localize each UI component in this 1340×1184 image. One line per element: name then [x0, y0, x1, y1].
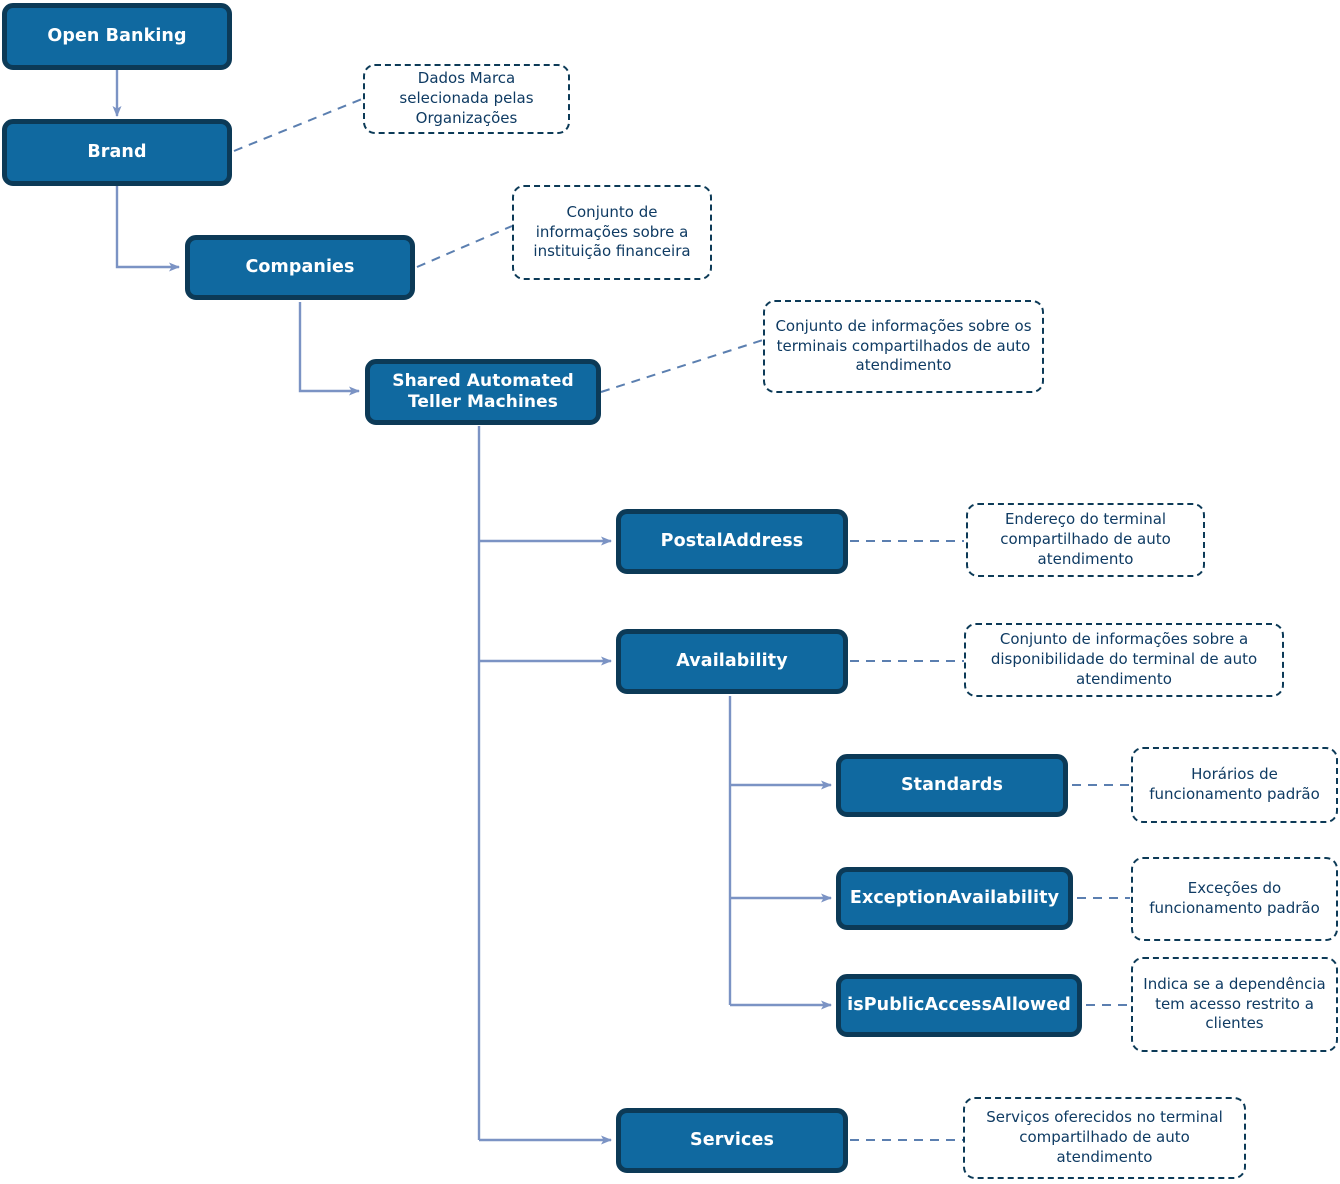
- note-text: Exceções do funcionamento padrão: [1149, 879, 1320, 917]
- note-companies: Conjunto de informações sobre a institui…: [512, 185, 712, 280]
- note-text: Conjunto de informações sobre os termina…: [775, 316, 1032, 375]
- node-label: ExceptionAvailability: [849, 887, 1060, 908]
- note-postal-address: Endereço do terminal compartilhado de au…: [966, 503, 1205, 577]
- node-shared-automated-teller-machines[interactable]: Shared Automated Teller Machines: [365, 359, 601, 425]
- note-standards: Horários de funcionamento padrão: [1131, 747, 1338, 823]
- note-text: Conjunto de informações sobre a institui…: [533, 202, 691, 261]
- note-text: Indica se a dependência tem acesso restr…: [1143, 974, 1326, 1033]
- note-text: Serviços oferecidos no terminal comparti…: [986, 1108, 1223, 1166]
- node-services[interactable]: Services: [616, 1108, 848, 1173]
- note-text: Conjunto de informações sobre a disponib…: [990, 630, 1258, 688]
- node-label: Services: [690, 1129, 774, 1150]
- note-text: Horários de funcionamento padrão: [1149, 765, 1320, 803]
- node-postal-address[interactable]: PostalAddress: [616, 509, 848, 574]
- node-label: Brand: [87, 141, 147, 162]
- note-availability: Conjunto de informações sobre a disponib…: [964, 623, 1284, 697]
- note-text: Endereço do terminal compartilhado de au…: [1000, 510, 1171, 568]
- note-exception-availability: Exceções do funcionamento padrão: [1131, 857, 1338, 941]
- note-is-public-access-allowed: Indica se a dependência tem acesso restr…: [1131, 957, 1338, 1052]
- dashed-companies-to-note: [416, 225, 513, 268]
- edge-brand-to-companies: [115, 186, 180, 272]
- node-open-banking[interactable]: Open Banking: [2, 3, 232, 70]
- node-label: Shared Automated Teller Machines: [392, 370, 574, 412]
- dashed-satm-to-note: [600, 339, 764, 393]
- note-brand: Dados Marca selecionada pelas Organizaçõ…: [363, 64, 570, 134]
- note-text: Dados Marca selecionada pelas Organizaçõ…: [399, 69, 534, 127]
- node-brand[interactable]: Brand: [2, 119, 232, 186]
- note-shared-automated-teller-machines: Conjunto de informações sobre os termina…: [763, 300, 1044, 393]
- node-label: Companies: [245, 256, 355, 277]
- node-label: Open Banking: [47, 25, 187, 46]
- node-standards[interactable]: Standards: [836, 754, 1068, 817]
- node-is-public-access-allowed[interactable]: isPublicAccessAllowed: [836, 974, 1082, 1037]
- node-exception-availability[interactable]: ExceptionAvailability: [836, 867, 1073, 930]
- edge-companies-to-satm: [298, 302, 360, 396]
- node-label: Availability: [676, 650, 788, 671]
- node-label: Standards: [900, 774, 1004, 795]
- dashed-brand-to-note: [233, 98, 363, 152]
- node-label: isPublicAccessAllowed: [847, 994, 1071, 1015]
- note-services: Serviços oferecidos no terminal comparti…: [963, 1097, 1246, 1179]
- node-label: PostalAddress: [660, 530, 804, 551]
- node-availability[interactable]: Availability: [616, 629, 848, 694]
- node-companies[interactable]: Companies: [185, 235, 415, 300]
